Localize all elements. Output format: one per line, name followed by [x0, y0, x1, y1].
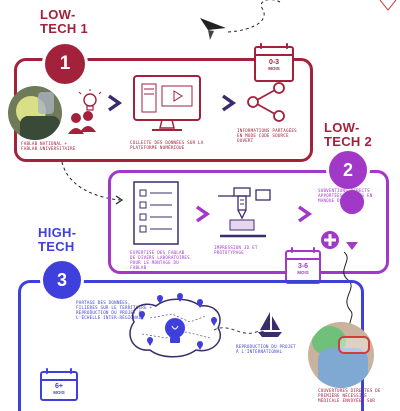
step3-calendar-unit: MOIS	[53, 390, 65, 395]
step1-number: 1	[59, 53, 71, 74]
step2-number-badge: 2	[326, 148, 370, 192]
step3-caption-photo: COUVERTURES DIRECTES DE PREMIÈRE NÉCESSI…	[318, 388, 381, 403]
step2-title: LOW- TECH 2	[324, 121, 372, 149]
chevron-right-icon	[221, 94, 237, 112]
map-icon	[129, 293, 221, 358]
step1-caption-platform: COLLECTE DES DONNÉES SUR LA PLATEFORME N…	[130, 140, 204, 150]
step2-title-line1: LOW-	[324, 120, 360, 135]
checklist-icon	[133, 181, 179, 245]
lightbulb-icon	[165, 318, 185, 343]
step2-caption-printer: IMPRESSION 3D ET PROTOTYPAGE	[214, 245, 258, 255]
chevron-right-icon	[297, 205, 313, 223]
step1-calendar-unit: MOIS	[268, 66, 280, 71]
corner-mark	[379, 0, 397, 11]
chevron-right-icon	[107, 94, 123, 112]
3d-printer-icon	[218, 187, 271, 238]
step3-title-line2: TECH	[38, 239, 75, 254]
step1-calendar-value: 0-3	[268, 59, 280, 66]
sailboat-icon	[258, 312, 282, 337]
step1-title: LOW- TECH 1	[40, 8, 88, 36]
step3-number-badge: 3	[40, 258, 84, 302]
step2-calendar: 3-6 MOIS	[285, 247, 321, 284]
photo-worker	[8, 86, 62, 140]
health-cross-icon	[321, 190, 365, 250]
dashed-route	[213, 327, 271, 335]
chevron-right-icon	[195, 205, 211, 223]
step1-title-line2: TECH 1	[40, 21, 89, 36]
step2-title-line2: TECH 2	[324, 134, 373, 149]
dashed-connector-1-2	[61, 161, 124, 205]
step3-caption-map: PARTAGE DES DONNÉES, FILIÈRES SUR LE TER…	[76, 300, 153, 320]
step1-title-line1: LOW-	[40, 7, 76, 22]
photo-medical-worker	[308, 322, 374, 388]
lightbulb-icon	[78, 89, 102, 111]
step3-caption-boat: REPRODUCTION DU PROJET À L'INTERNATIONAL	[236, 344, 296, 354]
step2-calendar-unit: MOIS	[297, 270, 309, 275]
step2-number: 2	[342, 159, 353, 180]
step1-calendar: 0-3 MOIS	[254, 43, 294, 82]
step3-calendar-value: 6+	[55, 383, 63, 390]
people-icon	[68, 111, 96, 134]
step3-number: 3	[56, 269, 67, 290]
step3-calendar: 6+ MOIS	[40, 368, 78, 401]
step2-panel	[108, 170, 389, 274]
squiggle-line	[343, 251, 353, 329]
step1-number-badge: 1	[42, 41, 88, 87]
step3-title: HIGH- TECH	[38, 226, 76, 254]
paper-plane-icon	[200, 18, 226, 40]
computer-monitor-icon	[133, 75, 201, 131]
share-icon	[247, 82, 285, 122]
dashed-trail-top	[227, 0, 281, 33]
step1-caption-share: INFORMATIONS PARTAGÉES EN MODE CODE SOUR…	[237, 128, 297, 143]
step1-caption-people: FABLAB NATIONAL + FABLAB UNIVERSITAIRE	[21, 141, 76, 151]
step3-title-line1: HIGH-	[38, 225, 77, 240]
step2-caption-checklist: EXPERTISE DES FABLAB DE DIVERS LABORATOI…	[130, 250, 190, 270]
step2-calendar-value: 3-6	[297, 263, 309, 270]
